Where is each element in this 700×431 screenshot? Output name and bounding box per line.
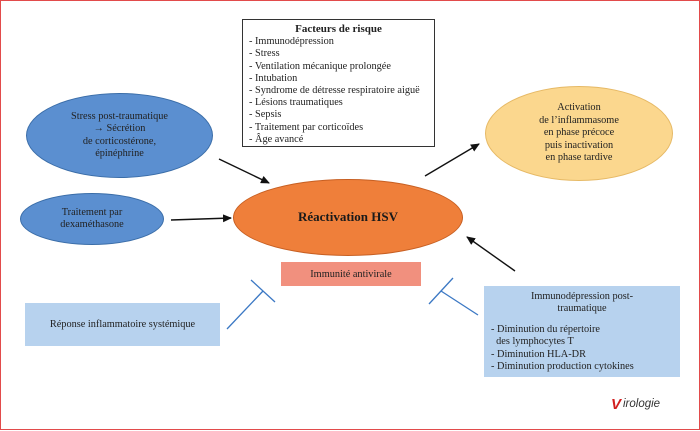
systemic-response-box: Réponse inflammatoire systémique xyxy=(25,303,220,346)
stress-ellipse: Stress post-traumatique → Sécrétion de c… xyxy=(26,93,213,178)
risk-factor-item: - Lésions traumatiques xyxy=(249,97,343,109)
risk-factor-item: - Sepsis xyxy=(249,109,282,121)
risk-factors-title: Facteurs de risque xyxy=(295,23,382,35)
inhibition-connector-right xyxy=(428,277,479,316)
treatment-ellipse: Traitement par dexaméthasone xyxy=(20,193,164,245)
immunodepression-item: des lymphocytes T xyxy=(491,336,574,348)
inhibition-connector-left xyxy=(226,279,276,330)
arrow-immunodepression-to-reactivation xyxy=(466,236,516,272)
immunodepression-title: Immunodépression post- traumatique xyxy=(491,291,673,316)
risk-factor-item: - Stress xyxy=(249,48,280,60)
virologie-logo: V irologie xyxy=(611,396,683,414)
risk-factor-item: - Traitement par corticoïdes xyxy=(249,121,364,133)
logo-text: irologie xyxy=(623,398,661,410)
risk-factor-item: - Intubation xyxy=(249,72,298,84)
stress-line: Stress post-traumatique xyxy=(71,110,168,122)
activation-line: puis inactivation xyxy=(544,139,614,151)
risk-factor-item: - Âge avancé xyxy=(249,133,304,145)
risk-factors-box: Facteurs de risque - Immunodépression - … xyxy=(242,19,435,147)
immunodepression-item: - Diminution du répertoire xyxy=(491,323,600,335)
antiviral-immunity-label: Immunité antivirale xyxy=(310,268,392,280)
activation-line: en phase tardive xyxy=(545,152,613,164)
hsv-reactivation-label: Réactivation HSV xyxy=(297,209,399,225)
arrow-reactivation-to-activation xyxy=(424,143,480,177)
immunodepression-box: Immunodépression post- traumatique - Dim… xyxy=(484,286,680,377)
arrow-stress-to-reactivation xyxy=(218,158,270,184)
treatment-line: Traitement par xyxy=(61,206,123,218)
stress-line: → Sécrétion xyxy=(93,123,146,134)
arrow-treatment-to-reactivation xyxy=(170,214,232,223)
risk-factor-item: - Ventilation mécanique prolongée xyxy=(249,60,391,72)
stress-line: de corticostérone, xyxy=(82,135,157,147)
immunodepression-item: - Diminution production cytokines xyxy=(491,361,634,373)
activation-line: de l’inflammasome xyxy=(539,114,619,126)
systemic-response-label: Réponse inflammatoire systémique xyxy=(49,319,196,330)
risk-factor-item: - Immunodépression xyxy=(249,36,334,48)
immunodepression-title-line: traumatique xyxy=(557,303,607,315)
inflammasome-ellipse: Activation de l’inflammasome en phase pr… xyxy=(485,86,673,181)
risk-factor-item: - Syndrome de détresse respiratoire aigu… xyxy=(249,85,420,97)
immunodepression-title-line: Immunodépression post- xyxy=(530,291,634,302)
hsv-reactivation-ellipse: Réactivation HSV xyxy=(233,179,463,256)
immunodepression-item: - Diminution HLA-DR xyxy=(491,348,586,360)
stress-line: épinéphrine xyxy=(95,148,144,159)
activation-line: en phase précoce xyxy=(543,127,615,139)
activation-line: Activation xyxy=(557,102,601,114)
logo-letter: V xyxy=(611,396,622,413)
treatment-line: dexaméthasone xyxy=(60,219,124,230)
antiviral-immunity-box: Immunité antivirale xyxy=(281,262,421,286)
